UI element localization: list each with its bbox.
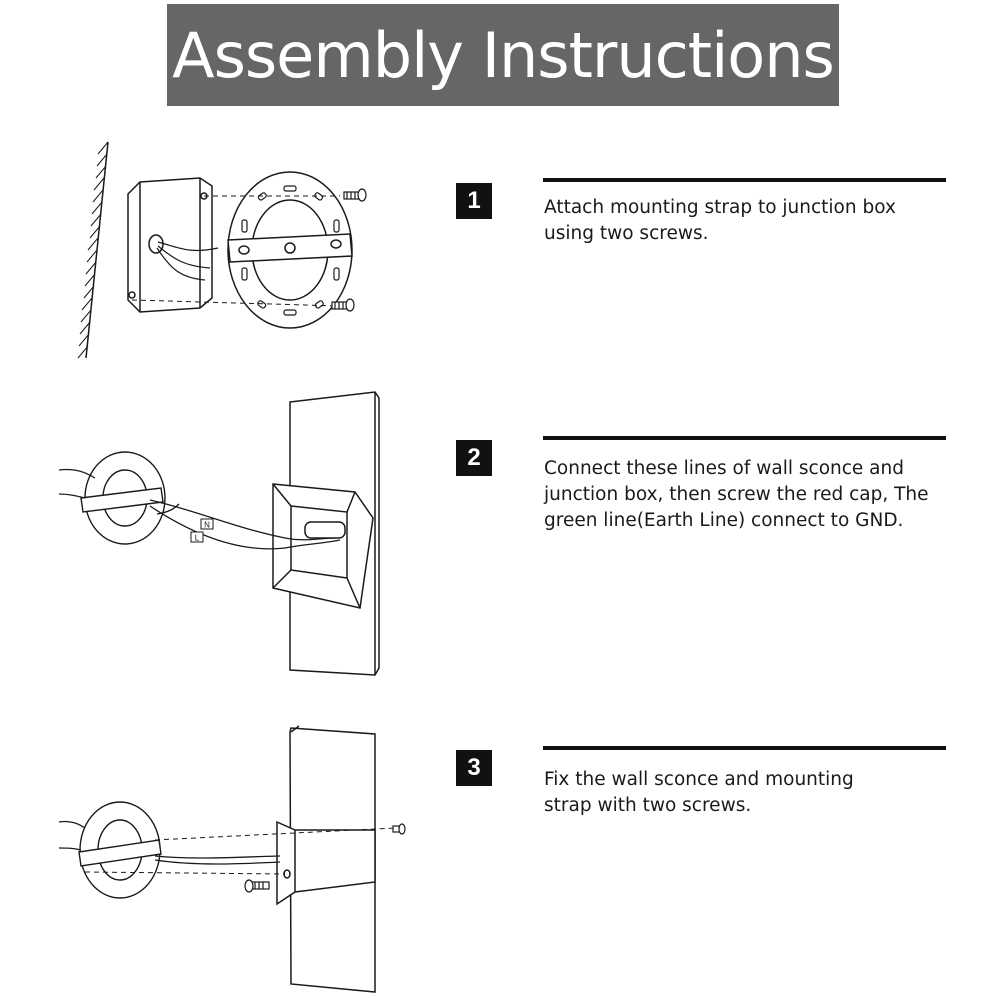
- title-banner: Assembly Instructions: [167, 4, 839, 106]
- sconce-bracket-icon: [272, 483, 374, 609]
- screw-top-icon: [343, 188, 367, 202]
- step-2-badge: 2: [456, 440, 492, 476]
- plate-icon: [78, 801, 162, 899]
- step-3-text: Fix the wall sconce and mounting strap w…: [544, 769, 854, 816]
- dashed-guides-icon: [84, 827, 396, 875]
- mounting-strap-icon: [227, 233, 353, 263]
- step-3-divider: [543, 746, 946, 750]
- dashed-guides-icon: [131, 195, 341, 307]
- screw-bottom-icon: [331, 298, 355, 312]
- wiring-icon: [58, 820, 281, 865]
- step-1-badge: 1: [456, 183, 492, 219]
- step-3-illustration: [58, 725, 406, 993]
- plate-icon: [80, 451, 166, 545]
- wire-label-l-icon: L: [190, 531, 204, 543]
- screw-bottom-icon: [244, 879, 270, 893]
- step-2-illustration: N L: [58, 391, 380, 676]
- screw-top-icon: [392, 823, 406, 835]
- wiring-icon: [58, 468, 341, 550]
- wire-label-n-icon: N: [200, 518, 214, 530]
- wire-label-n: N: [204, 521, 210, 530]
- page-title: Assembly Instructions: [172, 18, 835, 92]
- step-2-divider: [543, 436, 946, 440]
- step-1-illustration: [77, 141, 367, 359]
- step-1-text: Attach mounting strap to junction box us…: [544, 197, 896, 244]
- step-3-badge: 3: [456, 750, 492, 786]
- step-2-text: Connect these lines of wall sconce and j…: [544, 458, 929, 531]
- sconce-band-icon: [276, 820, 376, 906]
- wall-icon: [77, 141, 109, 359]
- step-1-divider: [543, 178, 946, 182]
- wires-icon: [156, 241, 219, 281]
- wire-label-l: L: [195, 534, 200, 543]
